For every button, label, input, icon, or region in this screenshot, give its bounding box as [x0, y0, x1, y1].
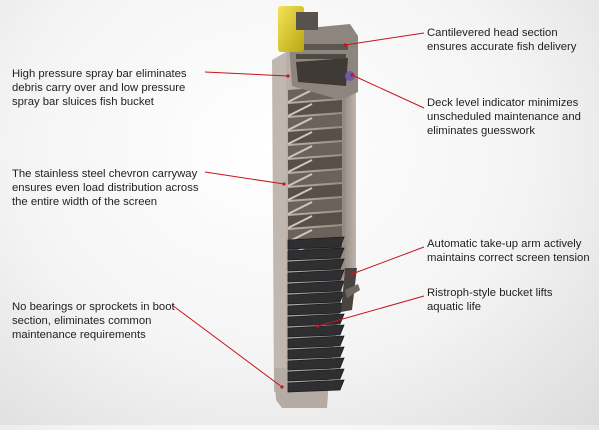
chevron-strut: [287, 145, 313, 159]
chevron-strut: [287, 173, 313, 187]
label-no-bearings: No bearings or sprockets in boot section…: [12, 301, 175, 341]
leader-line: [351, 74, 425, 109]
chevron-panel: [288, 198, 342, 214]
leader-dot: [280, 385, 284, 389]
leader-dot: [343, 43, 347, 47]
leader-dot: [350, 272, 354, 276]
label-deck-level-indicator: Deck level indicator minimizes unschedul…: [427, 97, 581, 137]
head-section: [278, 6, 358, 100]
chevron-panel: [288, 142, 342, 158]
chevron-strut: [287, 117, 313, 131]
chevron-strut: [287, 89, 313, 103]
head-grill: [296, 58, 348, 86]
leader-line: [204, 171, 285, 185]
gearbox: [296, 12, 318, 30]
bucket: [287, 379, 345, 393]
bucket: [287, 247, 345, 261]
chevron-strut: [287, 201, 313, 215]
leader-dot: [286, 74, 290, 78]
chevron-panel: [288, 156, 342, 172]
chevron-strut: [287, 215, 313, 229]
label-cantilevered-head: Cantilevered head section ensures accura…: [427, 27, 577, 53]
bucket: [287, 291, 345, 305]
leader-line: [317, 295, 425, 327]
chevron-panel: [288, 212, 342, 228]
label-bucket-lifts: Ristroph-style bucket lifts aquatic life: [427, 287, 553, 313]
chevron-panel: [288, 184, 342, 200]
leader-line: [344, 32, 425, 46]
leader-line: [351, 246, 425, 275]
bucket: [287, 335, 345, 349]
spray-bar: [296, 44, 348, 50]
bucket: [287, 280, 345, 294]
chevron-panel: [288, 170, 342, 186]
leader-line: [171, 304, 283, 388]
label-spray-bar: High pressure spray bar eliminates debri…: [12, 68, 187, 108]
bucket: [287, 357, 345, 371]
take-up-arm: [341, 268, 360, 312]
take-up-arm-bar: [345, 284, 360, 298]
leader-line: [204, 71, 289, 77]
bucket: [287, 269, 345, 283]
label-take-up-arm: Automatic take-up arm actively maintains…: [427, 238, 590, 264]
bucket: [287, 258, 345, 272]
bucket: [287, 302, 345, 316]
leader-dot: [350, 73, 354, 77]
chevron-panel: [288, 114, 342, 130]
chevron-panel: [288, 128, 342, 144]
chevron-strut: [287, 131, 313, 145]
chevron-strut: [287, 187, 313, 201]
bucket-band: [287, 236, 345, 393]
leader-dot: [282, 182, 286, 186]
leader-lines: [171, 32, 425, 389]
chevron-panel: [288, 100, 342, 116]
frame-right-wall: [345, 92, 356, 270]
bucket: [287, 236, 345, 250]
frame-left-wall: [272, 52, 286, 395]
leader-dot: [316, 324, 320, 328]
bucket: [287, 368, 345, 382]
bucket: [287, 346, 345, 360]
label-chevron-carryway: The stainless steel chevron carryway ens…: [12, 168, 199, 208]
chevron-strut: [287, 159, 313, 173]
spray-bar-lower: [296, 54, 346, 59]
chevron-strut: [287, 103, 313, 117]
bucket: [287, 324, 345, 338]
